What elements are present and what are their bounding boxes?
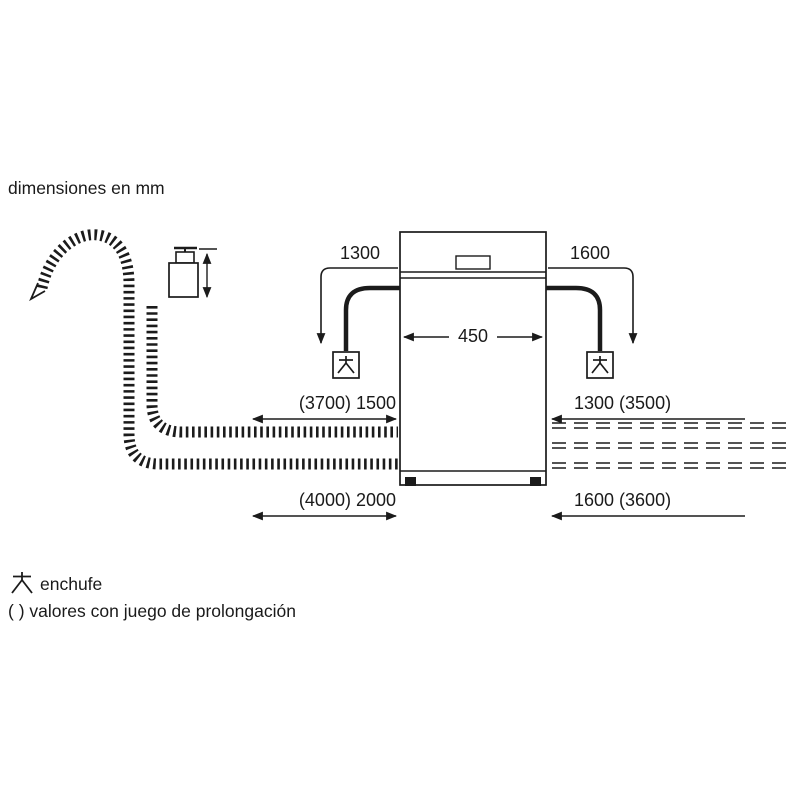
plug-socket-right	[586, 351, 614, 379]
left-cord-label: 1300	[340, 243, 380, 263]
power-cord-left	[343, 285, 400, 351]
width-label: 450	[458, 326, 488, 346]
parentheses-note: ( ) valores con juego de prolongación	[8, 601, 296, 621]
foot-right	[530, 477, 541, 486]
units-note: dimensiones en mm	[8, 178, 165, 198]
right-cord-dimension-arrow	[548, 267, 638, 345]
power-cord-right	[546, 285, 603, 351]
plug-icon	[337, 356, 355, 374]
plug-legend-label: enchufe	[40, 574, 102, 594]
upper-right-hose-label: 1300 (3500)	[574, 393, 671, 413]
extension-hoses-dashed	[552, 422, 792, 469]
left-cord-dimension-arrow	[316, 267, 398, 345]
upper-left-hose-label: (3700) 1500	[299, 393, 396, 413]
drain-hose-corrugated	[36, 229, 398, 470]
tap-icon	[174, 246, 197, 264]
foot-left	[405, 477, 416, 486]
control-panel	[455, 255, 491, 270]
hose-end-arrow-icon	[29, 282, 46, 302]
lower-right-hose-label: 1600 (3600)	[574, 490, 671, 510]
plug-legend-icon	[11, 572, 33, 594]
plug-icon	[591, 356, 609, 374]
supply-hose-corrugated	[146, 306, 398, 438]
appliance-outline	[399, 231, 547, 486]
lower-left-hose-label: (4000) 2000	[299, 490, 396, 510]
right-cord-label: 1600	[570, 243, 610, 263]
aquastop-box	[168, 262, 199, 298]
plug-socket-left	[332, 351, 360, 379]
width-label-bg	[449, 326, 497, 347]
